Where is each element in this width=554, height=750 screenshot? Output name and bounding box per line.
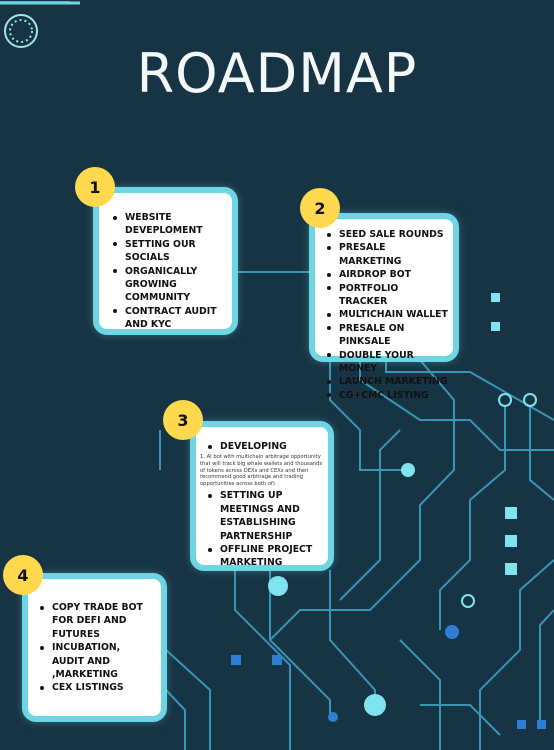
phase-4-badge: 4 <box>3 555 43 595</box>
corner-line <box>0 1 80 5</box>
list-item: SETTING OUR SOCIALS <box>113 238 224 265</box>
list-item: COPY TRADE BOT FOR DEFI AND FUTURES <box>40 601 153 641</box>
list-item: WEBSITE DEVEPLOMENT <box>113 211 224 238</box>
list-item: AIRDROP BOT <box>327 268 449 281</box>
phase-3-card: DEVELOPING 1. AI bot with multichain arb… <box>190 421 334 571</box>
list-item: PRESALE MARKETING <box>327 241 449 268</box>
list-item: PRESALE ON PINKSALE <box>327 322 449 349</box>
phase-1-list: WEBSITE DEVEPLOMENT SETTING OUR SOCIALS … <box>107 211 224 332</box>
phase-1-card: WEBSITE DEVEPLOMENT SETTING OUR SOCIALS … <box>93 187 238 335</box>
phase-3-note: 1. AI bot with multichain arbitrage oppo… <box>200 454 323 487</box>
list-item: DOUBLE YOUR MONEY <box>327 349 449 376</box>
list-item: SETTING UP MEETINGS AND ESTABLISHING PAR… <box>208 489 324 543</box>
phase-1-badge: 1 <box>75 167 115 207</box>
phase-3-list-continued: SETTING UP MEETINGS AND ESTABLISHING PAR… <box>202 489 324 569</box>
list-item: ORGANICALLY GROWING COMMUNITY <box>113 265 224 305</box>
phase-2-card: SEED SALE ROUNDS PRESALE MARKETING AIRDR… <box>309 213 459 401</box>
phase-4-list: COPY TRADE BOT FOR DEFI AND FUTURES INCU… <box>34 601 153 695</box>
phase-4-card: COPY TRADE BOT FOR DEFI AND FUTURES INCU… <box>22 573 167 722</box>
list-item: LAUNCH MARKETING <box>327 376 448 388</box>
phase-3-list: DEVELOPING <box>202 440 324 453</box>
list-item: CONTRACT AUDIT AND KYC <box>113 305 224 332</box>
phase-3-badge: 3 <box>163 400 203 440</box>
list-item: DEVELOPING <box>208 440 324 453</box>
list-item: OFFLINE PROJECT MARKETING <box>208 543 324 570</box>
list-item: PORTFOLIO TRACKER <box>327 282 449 309</box>
list-item: INCUBATION, AUDIT AND ,MARKETING <box>40 641 153 681</box>
list-item: SEED SALE ROUNDS <box>327 228 449 241</box>
list-item: MULTICHAIN WALLET <box>327 309 448 321</box>
phase-2-list: SEED SALE ROUNDS PRESALE MARKETING AIRDR… <box>321 228 449 402</box>
phase-2-badge: 2 <box>300 188 340 228</box>
list-item: CEX LISTINGS <box>40 681 153 694</box>
dashed-ring-icon <box>4 14 38 48</box>
list-item: CG+CMC LISTING <box>327 389 449 402</box>
page-title: ROADMAP <box>136 42 418 105</box>
